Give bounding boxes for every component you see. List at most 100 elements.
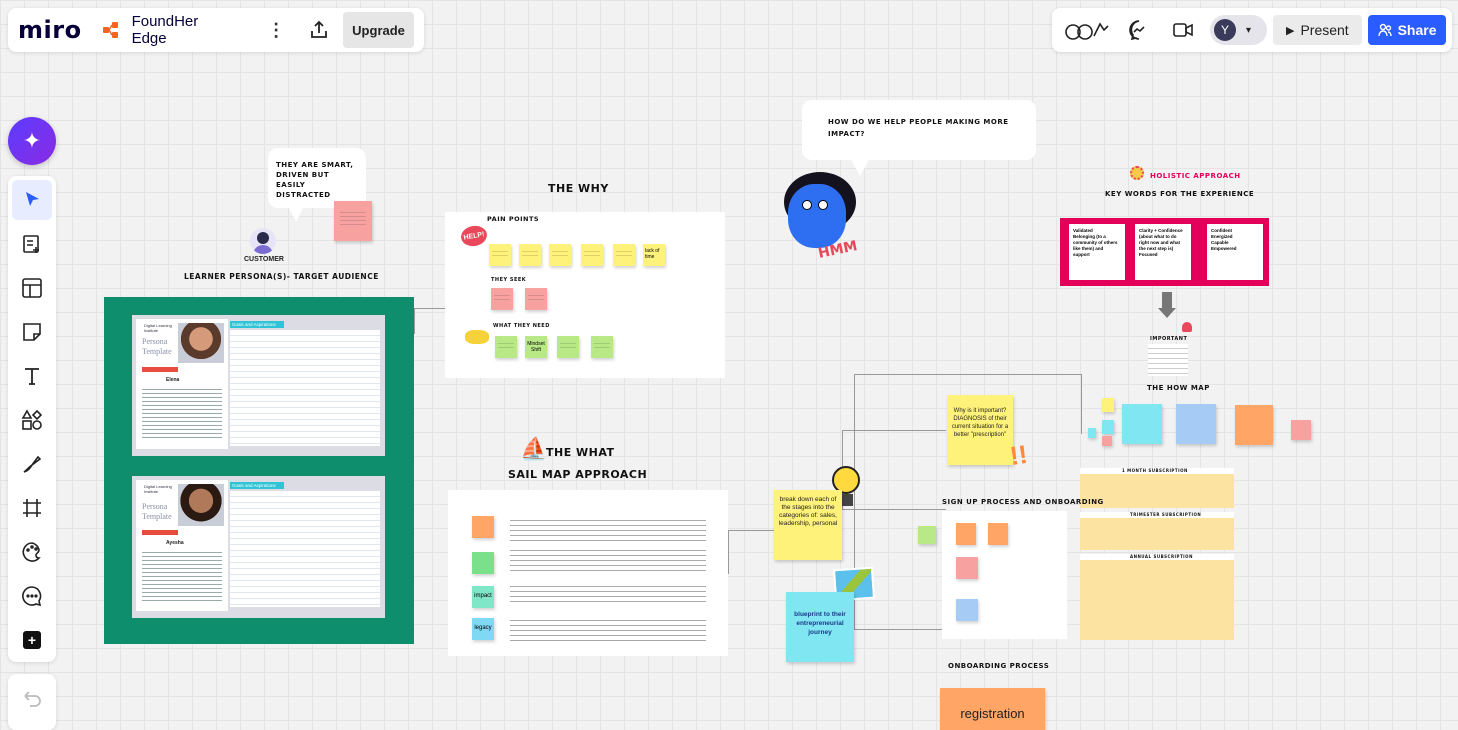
sticky-note-lack-of-time[interactable]: lack of time bbox=[643, 244, 665, 266]
sticky-note-diagnosis[interactable]: Why is it important? DIAGNOSIS of their … bbox=[947, 395, 1013, 465]
person-icon bbox=[257, 232, 269, 244]
keywords-frame[interactable]: Validated Belonging (to a community of o… bbox=[1060, 218, 1269, 286]
sticky-note-orange[interactable] bbox=[1235, 405, 1273, 445]
miro-logo[interactable]: miro bbox=[18, 16, 82, 44]
sticky-text: registration bbox=[960, 706, 1025, 721]
user-menu[interactable]: Y ▾ bbox=[1210, 15, 1267, 45]
sticky-note-legacy[interactable]: legacy bbox=[472, 618, 494, 640]
sticky-note-impact[interactable]: impact bbox=[472, 586, 494, 608]
help-badge: HELP! bbox=[459, 223, 489, 249]
undo-icon[interactable] bbox=[21, 686, 43, 708]
speech-tail bbox=[850, 158, 870, 176]
sticky-note-green[interactable] bbox=[591, 336, 613, 358]
sticky-note-green[interactable] bbox=[918, 526, 936, 544]
template-icon bbox=[22, 278, 42, 298]
shapes-tool[interactable] bbox=[12, 400, 52, 440]
board-icon bbox=[102, 21, 120, 39]
sticky-note-pink[interactable] bbox=[525, 288, 547, 310]
persona-card[interactable]: Digital Learning Institute Persona Templ… bbox=[132, 315, 385, 456]
sticky-note-cyan[interactable] bbox=[1102, 420, 1114, 434]
sticky-note-green[interactable] bbox=[557, 336, 579, 358]
board-header: miro FoundHer Edge ⋮ Upgrade bbox=[8, 8, 424, 52]
sticky-note-icon bbox=[23, 323, 41, 341]
sticky-note-pink[interactable] bbox=[1102, 436, 1112, 446]
sticky-note-pink[interactable] bbox=[1291, 420, 1311, 440]
sticky-note-pink[interactable] bbox=[956, 557, 978, 579]
frame-tool[interactable] bbox=[12, 488, 52, 528]
sticky-note-orange[interactable] bbox=[472, 516, 494, 538]
signup-frame[interactable] bbox=[942, 511, 1067, 639]
persona-details bbox=[142, 389, 222, 439]
frame-icon bbox=[23, 499, 41, 517]
speech-bubble-distracted[interactable]: THEY ARE SMART, DRIVEN BUT EASILY DISTRA… bbox=[268, 148, 366, 208]
face bbox=[788, 184, 846, 248]
sticky-note-blue[interactable] bbox=[956, 599, 978, 621]
share-button[interactable]: Share bbox=[1368, 15, 1446, 45]
comment-icon bbox=[22, 586, 42, 607]
arrow-down-icon bbox=[1162, 292, 1172, 310]
the-why-frame[interactable]: PAIN POINTS HELP! lack of time THEY SEEK… bbox=[445, 212, 725, 378]
persona-left-col: Digital Learning Institute Persona Templ… bbox=[136, 480, 228, 611]
keyword-item: Energized bbox=[1211, 234, 1233, 239]
sticky-note-yellow[interactable] bbox=[581, 244, 603, 266]
more-options-icon[interactable]: ⋮ bbox=[267, 19, 286, 40]
export-icon[interactable] bbox=[309, 20, 329, 40]
select-tool[interactable] bbox=[12, 180, 52, 220]
sticky-note-cyan[interactable] bbox=[1122, 404, 1162, 444]
sail-map-frame[interactable]: impact legacy bbox=[448, 490, 728, 656]
subscription-frame[interactable]: ANNUAL SUBSCRIPTION bbox=[1080, 554, 1234, 640]
sticky-note-orange[interactable] bbox=[988, 523, 1008, 545]
sticky-note-yellow[interactable] bbox=[489, 244, 511, 266]
persona-name: Ayesha bbox=[166, 540, 184, 546]
sail-map-heading: SAIL MAP APPROACH bbox=[508, 468, 648, 481]
comment-tool[interactable] bbox=[12, 576, 52, 616]
ai-assist-button[interactable]: ✦ bbox=[8, 117, 56, 165]
subscription-frame[interactable]: 1 MONTH SUBSCRIPTION bbox=[1080, 468, 1234, 508]
text-tool[interactable] bbox=[12, 356, 52, 396]
plus-icon: + bbox=[23, 631, 41, 649]
persona-frame[interactable]: Digital Learning Institute Persona Templ… bbox=[104, 297, 414, 644]
chat-icon[interactable] bbox=[1128, 19, 1150, 41]
sticky-note-pink[interactable] bbox=[334, 201, 372, 241]
reactions-icon[interactable] bbox=[1064, 18, 1110, 42]
present-button[interactable]: ▶ Present bbox=[1272, 15, 1363, 45]
sticky-text: legacy bbox=[474, 625, 492, 631]
persona-left-col: Digital Learning Institute Persona Templ… bbox=[136, 319, 228, 449]
subscription-frame[interactable]: TRIMESTER SUBSCRIPTION bbox=[1080, 512, 1234, 550]
personal-data-bar bbox=[142, 530, 178, 535]
sticky-note-breakdown[interactable]: break down each of the stages into the c… bbox=[774, 490, 842, 560]
pen-icon bbox=[23, 455, 42, 473]
video-icon[interactable] bbox=[1172, 19, 1194, 41]
customer-label: CUSTOMER bbox=[244, 256, 284, 263]
sticky-note-pink[interactable] bbox=[491, 288, 513, 310]
sticky-note-yellow[interactable] bbox=[613, 244, 635, 266]
connector-line bbox=[1054, 374, 1082, 434]
sticky-note-tool[interactable] bbox=[12, 312, 52, 352]
keyword-item: Focused bbox=[1139, 252, 1158, 257]
play-icon: ▶ bbox=[1285, 24, 1295, 37]
emoji-tool[interactable] bbox=[12, 532, 52, 572]
sticky-note-green[interactable] bbox=[472, 552, 494, 574]
sticky-note-registration[interactable]: registration bbox=[940, 688, 1045, 730]
sticky-note-orange[interactable] bbox=[956, 523, 976, 545]
sticky-note-blueprint[interactable]: blueprint to their entrepreneurial journ… bbox=[786, 592, 854, 662]
upgrade-button[interactable]: Upgrade bbox=[343, 12, 414, 48]
board-title[interactable]: FoundHer Edge bbox=[131, 13, 199, 47]
sticky-note-yellow[interactable] bbox=[519, 244, 541, 266]
more-tools-button[interactable]: + bbox=[12, 620, 52, 660]
persona-photo bbox=[178, 323, 224, 363]
sticky-note-yellow[interactable] bbox=[1102, 398, 1114, 412]
sticky-note-blue[interactable] bbox=[1176, 404, 1216, 444]
persona-card[interactable]: Digital Learning Institute Persona Templ… bbox=[132, 476, 385, 618]
sticky-note-mindset[interactable]: Mindset Shift bbox=[525, 336, 547, 358]
speech-bubble-impact[interactable]: HOW DO WE HELP PEOPLE MAKING MORE IMPACT… bbox=[802, 100, 1036, 160]
sticky-note-cyan[interactable] bbox=[1088, 428, 1096, 438]
sticky-note-yellow[interactable] bbox=[549, 244, 571, 266]
pen-tool[interactable] bbox=[12, 444, 52, 484]
sticky-note-green[interactable] bbox=[495, 336, 517, 358]
thinking-face-sticker[interactable]: HMM bbox=[778, 172, 859, 264]
text-plus-tool[interactable] bbox=[12, 224, 52, 264]
persona-heading: LEARNER PERSONA(S)- TARGET AUDIENCE bbox=[184, 272, 379, 281]
sun-icon bbox=[1130, 166, 1144, 180]
templates-tool[interactable] bbox=[12, 268, 52, 308]
